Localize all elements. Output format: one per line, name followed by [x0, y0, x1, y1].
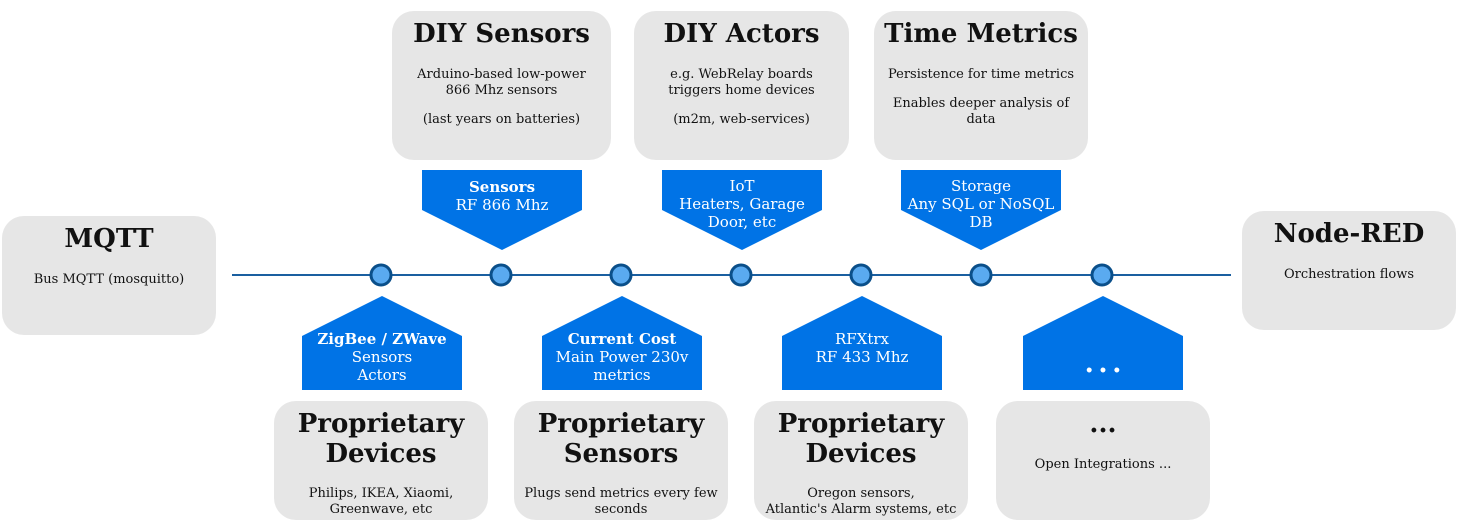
bus-node-4: [729, 263, 753, 287]
bus-node-2: [489, 263, 513, 287]
proprietary-devices-card-1: Proprietary Devices Philips, IKEA, Xiaom…: [274, 401, 488, 520]
tag-iot-shape: [662, 170, 822, 250]
proprietary-devices-1-title-1: Proprietary: [297, 409, 465, 439]
proprietary-sensors-desc-1: Plugs send metrics every few: [524, 486, 718, 501]
bus-node-3: [609, 263, 633, 287]
tag-current-cost-line-1: Main Power 230v: [555, 348, 689, 366]
proprietary-sensors-title-2: Sensors: [563, 439, 679, 469]
proprietary-sensors-desc-2: seconds: [594, 502, 648, 517]
bus-node-7: [1090, 263, 1114, 287]
tag-storage-shape: [901, 170, 1061, 250]
proprietary-devices-2-title-2: Devices: [805, 439, 917, 469]
node-red-card: Node-RED Orchestration flows: [1242, 211, 1456, 330]
tag-zigbee-zwave-line-2: Actors: [357, 366, 407, 384]
diy-sensors-desc-2: 866 Mhz sensors: [445, 83, 558, 98]
tag-iot-line-2: Heaters, Garage: [679, 195, 805, 213]
tag-current-cost-line-2: metrics: [593, 366, 651, 384]
diy-actors-title: DIY Actors: [663, 19, 820, 49]
proprietary-devices-card-2: Proprietary Devices Oregon sensors, Atla…: [754, 401, 968, 520]
bus-nodes: [369, 263, 1114, 287]
proprietary-devices-1-title-2: Devices: [325, 439, 437, 469]
diy-actors-desc-2: triggers home devices: [668, 83, 815, 98]
tag-current-cost-shape: [542, 296, 702, 390]
bus-node-5: [849, 263, 873, 287]
diy-sensors-desc-3: (last years on batteries): [422, 112, 581, 127]
proprietary-devices-2-title-1: Proprietary: [777, 409, 945, 439]
time-metrics-spacer: [874, 83, 1088, 96]
tag-storage-line-2: Any SQL or NoSQL: [907, 195, 1055, 213]
tag-current-cost: Current Cost Main Power 230v metrics: [542, 296, 702, 390]
tag-storage: Storage Any SQL or NoSQL DB: [901, 170, 1061, 250]
node-red-title: Node-RED: [1273, 219, 1425, 249]
open-integrations-title: ...: [1089, 409, 1117, 439]
mqtt-desc: Bus MQTT (mosquitto): [33, 272, 185, 287]
tag-more: • • •: [1023, 296, 1183, 390]
diy-actors-spacer: [634, 99, 849, 112]
tag-rfxtrx-line-2: RF 433 Mhz: [815, 348, 909, 366]
tag-zigbee-zwave: ZigBee / ZWave Sensors Actors: [302, 296, 462, 390]
tag-zigbee-zwave-line-1: Sensors: [351, 348, 413, 366]
tag-rfxtrx-shape: [782, 296, 942, 390]
diy-sensors-title: DIY Sensors: [413, 19, 590, 49]
tag-more-shape: [1023, 296, 1183, 390]
mqtt-title: MQTT: [64, 224, 154, 254]
diy-sensors-desc-1: Arduino-based low-power: [417, 67, 586, 82]
tag-iot: IoT Heaters, Garage Door, etc: [662, 170, 822, 250]
tag-sensors-rf866: Sensors RF 866 Mhz: [422, 170, 582, 250]
tag-iot-line-1: IoT: [729, 177, 755, 195]
bus-node-6: [969, 263, 993, 287]
diy-actors-desc-3: (m2m, web-services): [673, 112, 810, 127]
tag-rfxtrx: RFXtrx RF 433 Mhz: [782, 296, 942, 390]
tag-rfxtrx-line-1: RFXtrx: [834, 330, 890, 348]
proprietary-sensors-title-1: Proprietary: [537, 409, 705, 439]
diy-actors-card: DIY Actors e.g. WebRelay boards triggers…: [634, 11, 849, 160]
time-metrics-desc-2: Enables deeper analysis of: [892, 96, 1070, 111]
tag-zigbee-zwave-title: ZigBee / ZWave: [317, 330, 447, 348]
time-metrics-desc-1: Persistence for time metrics: [887, 67, 1075, 82]
tag-sensors-rf866-line-1: RF 866 Mhz: [455, 196, 549, 214]
tag-more-ellipsis: • • •: [1084, 363, 1122, 379]
tag-sensors-rf866-shape: [422, 170, 582, 250]
proprietary-devices-1-desc-1: Philips, IKEA, Xiaomi,: [308, 486, 454, 501]
time-metrics-card: Time Metrics Persistence for time metric…: [874, 11, 1088, 160]
tag-zigbee-zwave-shape: [302, 296, 462, 390]
tag-storage-line-3: DB: [969, 213, 993, 231]
proprietary-sensors-card: Proprietary Sensors Plugs send metrics e…: [514, 401, 728, 520]
tag-sensors-rf866-title: Sensors: [468, 178, 536, 196]
diy-sensors-spacer: [392, 99, 611, 112]
diy-sensors-card: DIY Sensors Arduino-based low-power 866 …: [392, 11, 611, 160]
proprietary-devices-1-desc-2: Greenwave, etc: [329, 502, 433, 517]
tag-iot-line-3: Door, etc: [707, 213, 777, 231]
open-integrations-desc: Open Integrations ...: [1034, 457, 1172, 472]
tag-current-cost-title: Current Cost: [567, 330, 677, 348]
proprietary-devices-2-desc-1: Oregon sensors,: [807, 486, 915, 501]
bus-node-1: [369, 263, 393, 287]
time-metrics-title: Time Metrics: [884, 19, 1078, 49]
mqtt-card: MQTT Bus MQTT (mosquitto): [2, 216, 216, 335]
tag-storage-line-1: Storage: [951, 177, 1011, 195]
diy-actors-desc-1: e.g. WebRelay boards: [670, 67, 813, 82]
node-red-desc: Orchestration flows: [1283, 267, 1415, 282]
time-metrics-desc-3: data: [966, 112, 996, 127]
open-integrations-card: ... Open Integrations ...: [996, 401, 1210, 520]
proprietary-devices-2-desc-2: Atlantic's Alarm systems, etc: [765, 502, 957, 517]
